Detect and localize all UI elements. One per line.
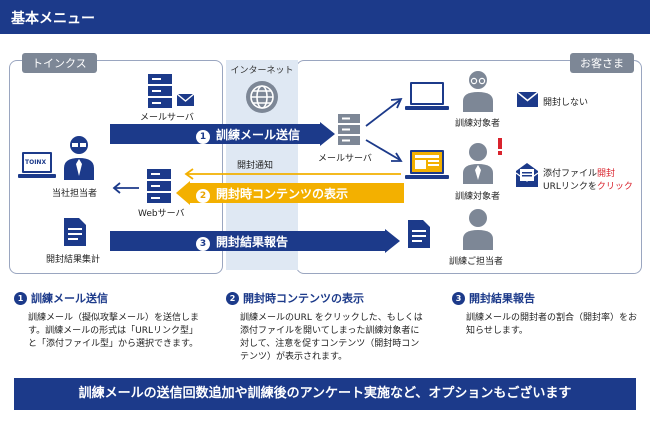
staff-label: 当社担当者 bbox=[52, 189, 98, 199]
target1-label: 訓練対象者 bbox=[455, 119, 501, 129]
open-notice-label: 開封通知 bbox=[237, 161, 274, 171]
attach-open-note: 添付ファイル開封 bbox=[543, 169, 616, 179]
arrow-to-staff bbox=[112, 182, 139, 194]
url-click-note: URLリンクをクリック bbox=[543, 182, 633, 192]
toinx-tab: トインクス bbox=[22, 53, 97, 73]
client-staff-person-icon bbox=[463, 209, 493, 250]
laptop-icon bbox=[18, 152, 56, 178]
description-3-body: 訓練メールの開封者の割合（開封率）をお知らせします。 bbox=[466, 313, 638, 336]
arrow-3-shape bbox=[110, 229, 400, 253]
page-title: 基本メニュー bbox=[11, 11, 95, 27]
arrow-1-shape bbox=[110, 122, 335, 146]
web-server-label: Webサーバ bbox=[138, 209, 185, 219]
mail-server-label: メールサーバ bbox=[140, 113, 194, 123]
target2-label: 訓練対象者 bbox=[455, 192, 501, 202]
report-document-icon bbox=[408, 220, 430, 248]
distribute-arrows bbox=[365, 97, 403, 162]
target-laptop-icon bbox=[405, 82, 449, 110]
options-footer: 訓練メールの送信回数追加や訓練後のアンケート実施など、オプションもございます bbox=[14, 378, 636, 410]
content-laptop-icon bbox=[405, 150, 449, 179]
internet-label: インターネット bbox=[230, 66, 294, 76]
target-person-icon bbox=[463, 71, 493, 112]
envelope-icon bbox=[177, 94, 194, 106]
description-1-body: 訓練メール（擬似攻撃メール）を送信します。訓練メールの形式は「URLリンク型」と… bbox=[28, 313, 200, 349]
description-2-body: 訓練メールのURL をクリックした、もしくは添付ファイルを開いてしまった訓練対象… bbox=[240, 313, 423, 362]
globe-icon bbox=[246, 81, 278, 113]
alert-icon bbox=[498, 138, 502, 155]
web-server-icon bbox=[147, 169, 171, 203]
not-opened-label: 開封しない bbox=[543, 98, 589, 108]
arrow-2-shape bbox=[176, 181, 404, 205]
staff-person-icon bbox=[64, 136, 94, 180]
mail-server-icon bbox=[148, 74, 172, 108]
target-person-2-icon bbox=[463, 143, 493, 184]
document-icon bbox=[64, 218, 86, 246]
open-notice-arrow bbox=[184, 168, 401, 180]
unopened-envelope-icon bbox=[517, 92, 538, 107]
opened-mail-icon bbox=[516, 163, 538, 187]
result-aggregation-label: 開封結果集計 bbox=[46, 255, 101, 265]
header-bar bbox=[0, 0, 650, 34]
customer-mail-server-label: メールサーバ bbox=[318, 154, 372, 164]
customer-mail-server-icon bbox=[338, 114, 360, 145]
client-staff-label: 訓練ご担当者 bbox=[449, 257, 504, 267]
laptop-logo: TOINX bbox=[25, 159, 47, 166]
customer-tab: お客さま bbox=[570, 53, 634, 73]
